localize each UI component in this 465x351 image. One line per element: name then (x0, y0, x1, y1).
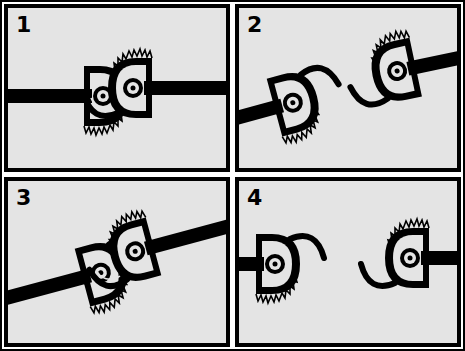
step-number: 1 (16, 14, 31, 36)
step-number: 4 (247, 187, 262, 209)
step-number: 3 (16, 187, 31, 209)
step-number: 2 (247, 14, 262, 36)
